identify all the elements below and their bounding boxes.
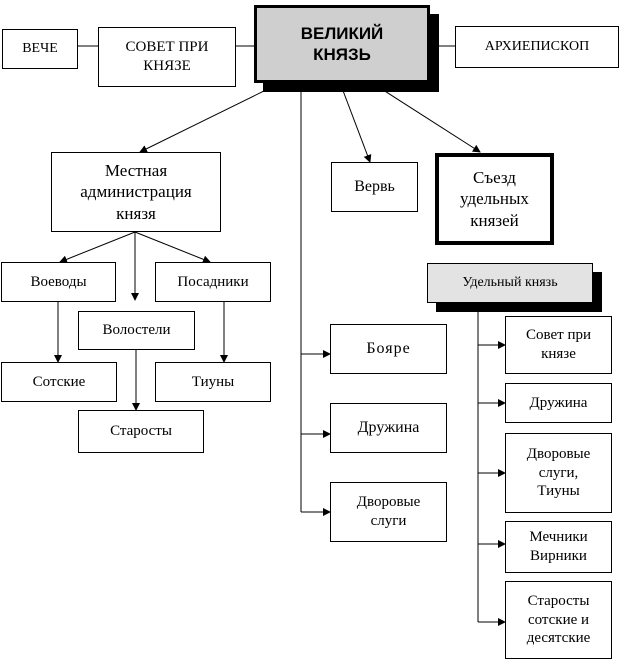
- node-ap-dvorovye: Дворовые слуги, Тиуны: [505, 433, 612, 513]
- node-posadniki: Посадники: [155, 262, 271, 302]
- node-ap-mechniki: Мечники Вирники: [505, 521, 612, 573]
- node-grand-prince: ВЕЛИКИЙ КНЯЗЬ: [254, 5, 430, 83]
- arrow-prince-local-admin: [139, 87, 271, 153]
- node-council: СОВЕТ ПРИ КНЯЗЕ: [98, 27, 236, 87]
- node-voevody: Воеводы: [1, 262, 116, 302]
- node-appanage-prince: Удельный князь: [427, 263, 593, 303]
- node-congress: Съезд удельных князей: [435, 153, 554, 245]
- node-sotskie: Сотские: [1, 362, 117, 402]
- node-boyare: Бояре: [330, 324, 447, 374]
- arrow-prince-congress: [379, 87, 481, 153]
- node-starosty: Старосты: [78, 410, 204, 453]
- node-tiuny: Тиуны: [155, 362, 271, 402]
- arrow-admin-posadniki: [134, 231, 211, 264]
- node-verv: Вервь: [331, 162, 418, 212]
- node-ap-starosty: Старосты сотские и десятские: [505, 581, 612, 659]
- node-druzhina: Дружина: [330, 403, 447, 453]
- node-archbishop: АРХИЕПИСКОП: [455, 26, 619, 68]
- arrow-prince-verv: [341, 87, 372, 163]
- node-dvorovye-slugi: Дворовые слуги: [330, 482, 447, 542]
- node-volosteli: Волостели: [78, 311, 195, 350]
- node-veche: ВЕЧЕ: [2, 29, 78, 69]
- node-ap-druzhina: Дружина: [505, 383, 612, 423]
- node-local-admin: Местная администрация князя: [51, 152, 221, 232]
- node-ap-council: Совет при князе: [505, 316, 612, 374]
- arrow-admin-voevody: [59, 231, 136, 264]
